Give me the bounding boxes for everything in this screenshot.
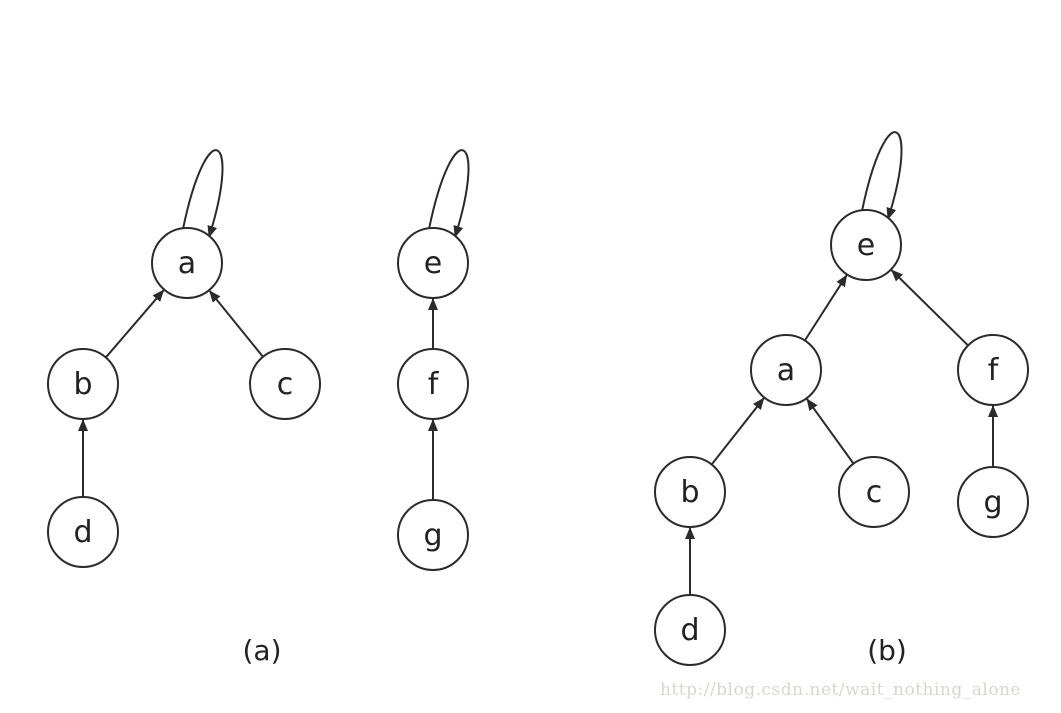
node-g [957, 466, 1029, 538]
node-f [397, 348, 469, 420]
node-label-g: g [423, 518, 442, 553]
edge-b-to-a [105, 289, 165, 359]
edge-c-to-a [208, 290, 264, 358]
node-b [47, 348, 119, 420]
node-label-f: f [988, 353, 1000, 388]
node-e [397, 227, 469, 299]
self-loop-a [182, 149, 224, 238]
node-label-d: d [680, 613, 699, 648]
node-e [830, 209, 902, 281]
node-c [249, 348, 321, 420]
edge-c-to-a [806, 398, 855, 465]
node-b [654, 456, 726, 528]
node-g [397, 499, 469, 571]
caption-b: (b) [867, 634, 907, 667]
caption-a: (a) [242, 634, 282, 667]
node-c [838, 456, 910, 528]
node-d [654, 594, 726, 666]
node-label-e: e [424, 246, 442, 281]
node-d [47, 496, 119, 568]
node-label-e: e [857, 228, 875, 263]
node-label-c: c [277, 367, 294, 402]
node-label-c: c [866, 475, 883, 510]
node-a [151, 227, 223, 299]
edge-f-to-e [890, 269, 969, 347]
node-label-a: a [777, 353, 795, 388]
node-label-d: d [73, 515, 92, 550]
node-label-g: g [983, 485, 1002, 520]
node-label-b: b [73, 367, 92, 402]
node-label-f: f [428, 367, 440, 402]
watermark: http://blog.csdn.net/wait_nothing_alone [660, 680, 1022, 700]
node-a [750, 334, 822, 406]
node-label-a: a [178, 246, 196, 281]
node-f [957, 334, 1029, 406]
self-loop-e [428, 149, 470, 238]
node-label-b: b [680, 475, 699, 510]
edge-a-to-e [804, 274, 848, 342]
edge-b-to-a [710, 397, 765, 466]
self-loop-e [861, 131, 903, 220]
